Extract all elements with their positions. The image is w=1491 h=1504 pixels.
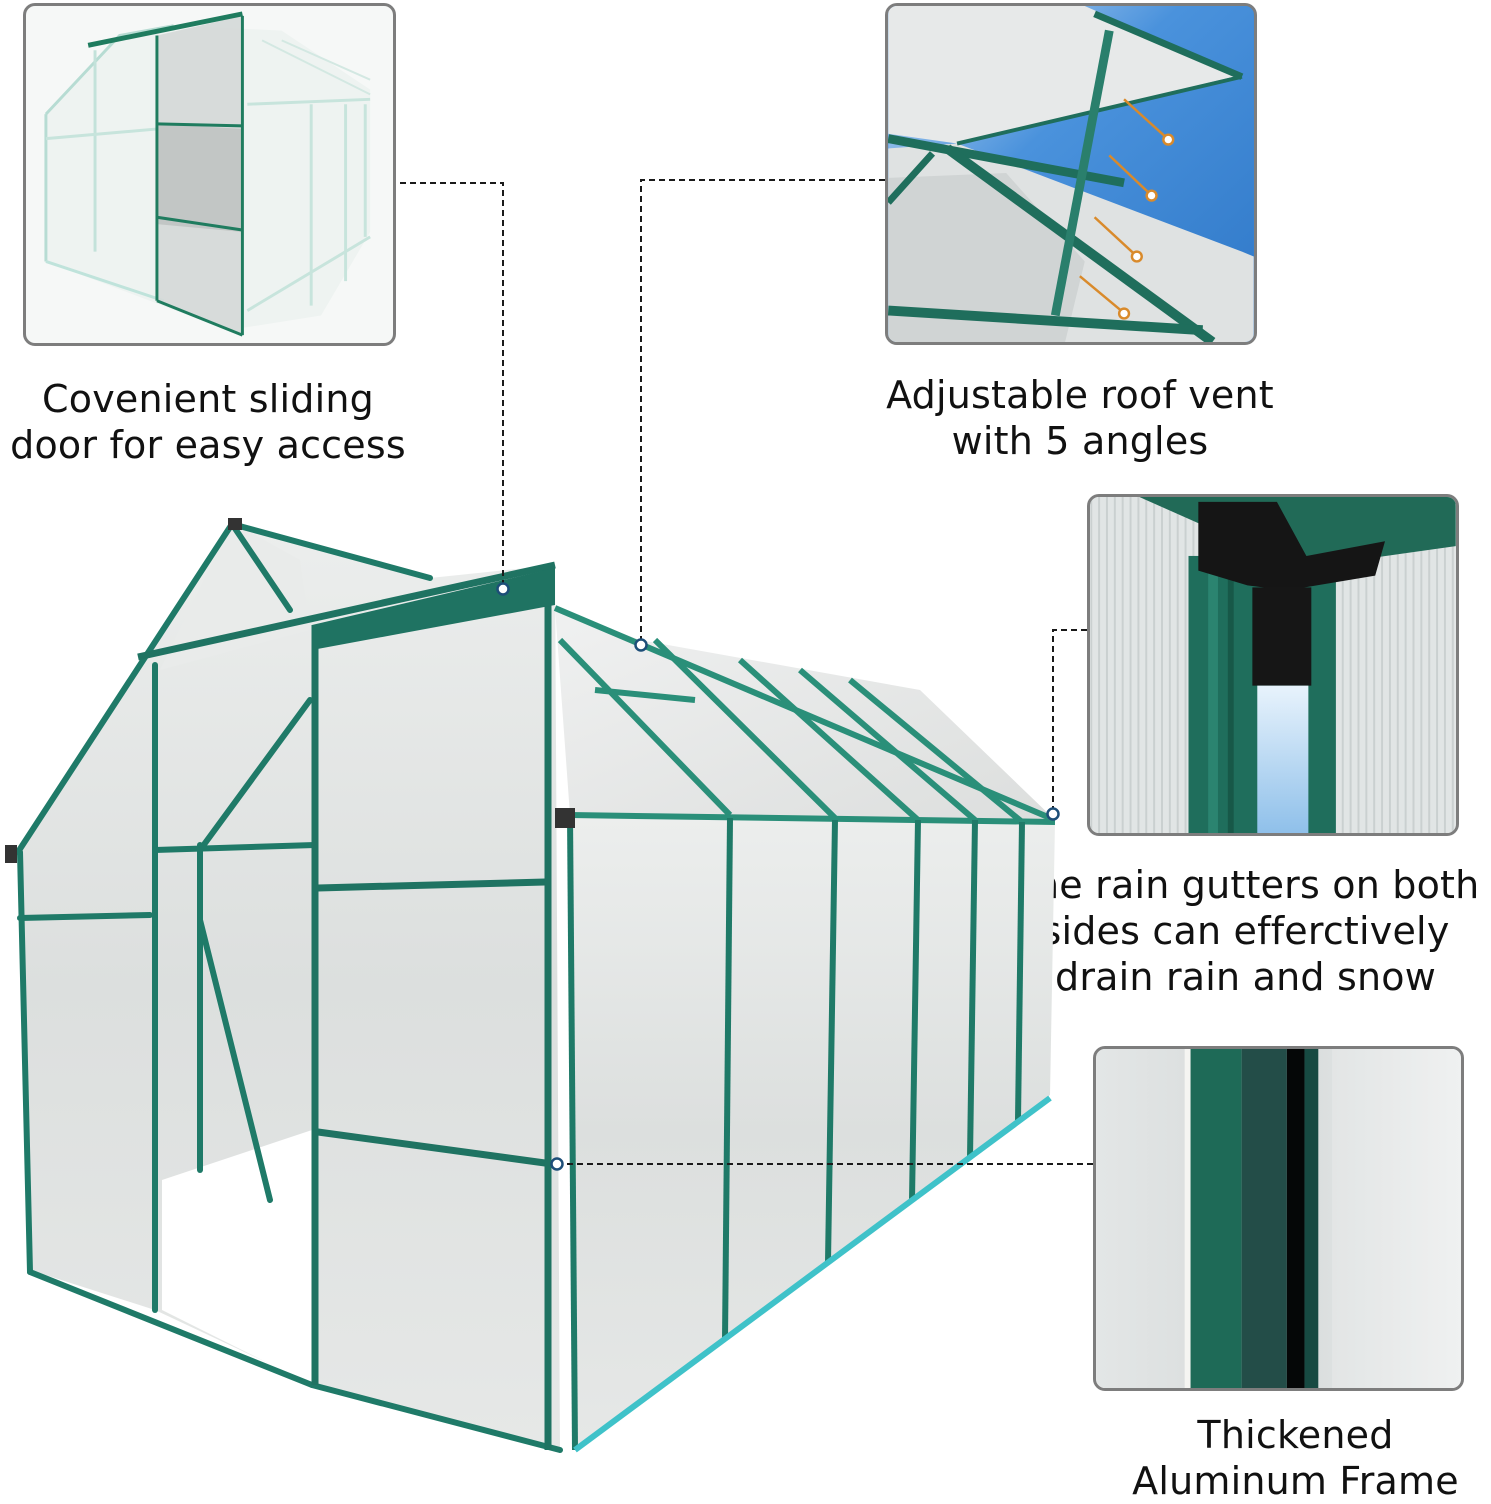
- caption-line: Adjustable roof vent: [886, 373, 1274, 417]
- caption-line: door for easy access: [10, 423, 406, 467]
- greenhouse-door-thumbnail-icon: [44, 11, 371, 337]
- roof-vent-caption: Adjustable roof vent with 5 angles: [870, 372, 1290, 464]
- caption-line: sides can efferctively: [1041, 909, 1450, 953]
- sliding-door-inset: [23, 3, 396, 346]
- caption-line: with 5 angles: [951, 419, 1209, 463]
- aluminum-frame-inset: [1093, 1046, 1464, 1391]
- rain-gutter-inset: [1087, 494, 1459, 836]
- rain-gutter-caption: The rain gutters on both sides can effer…: [1000, 862, 1491, 1000]
- rain-gutter-closeup-icon: [1090, 497, 1456, 833]
- caption-line: Aluminum Frame: [1132, 1459, 1459, 1503]
- aluminum-profile-closeup-icon: [1096, 1049, 1461, 1388]
- roof-vent-closeup-icon: [888, 6, 1254, 342]
- caption-line: Thickened: [1197, 1413, 1394, 1457]
- aluminum-frame-caption: Thickened Aluminum Frame: [1100, 1412, 1491, 1504]
- caption-line: Covenient sliding: [42, 377, 374, 421]
- caption-line: The rain gutters on both: [1011, 863, 1480, 907]
- caption-line: drain rain and snow: [1055, 955, 1436, 999]
- roof-vent-inset: [885, 3, 1257, 345]
- greenhouse-main-illustration: [5, 518, 1057, 1453]
- sliding-door-caption: Covenient sliding door for easy access: [0, 376, 416, 468]
